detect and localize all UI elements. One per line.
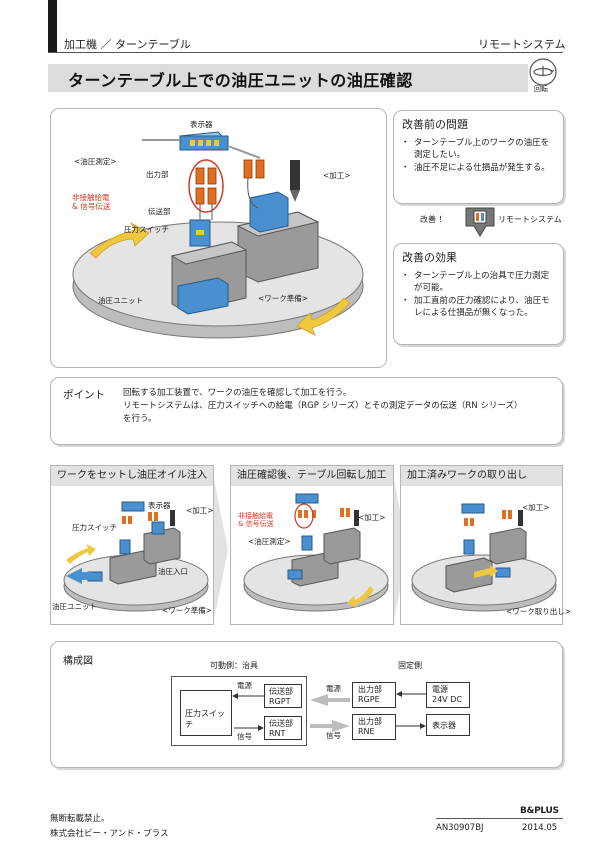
problem-list: ターンテーブル上のワークの油圧を 測定したい。 油圧不足による仕損品が発生する。 [401, 137, 559, 175]
out-rne-line1: 出力部 [358, 717, 382, 726]
step-3-machining-label: <加工> [522, 503, 550, 512]
work-prep-label: <ワーク準備> [258, 294, 309, 303]
tx-rgpt-line2: RGPT [269, 696, 291, 706]
power-supply-line2: 24V DC [432, 694, 462, 704]
doc-number: AN30907BJ [436, 823, 484, 833]
step-2-pressure-measure-label: <油圧測定> [248, 537, 291, 546]
point-label: ポイント [63, 389, 105, 401]
company-logo: B&PLUS [520, 806, 559, 816]
out-rne-box: 出力部 RNE [352, 714, 396, 740]
step-1-title: ワークをセットし油圧オイル注入 [51, 466, 213, 486]
step-3-illustration [411, 503, 557, 612]
power-supply-box: 電源 24V DC [426, 682, 470, 708]
tx-rnt-box: 伝送部 RNT [264, 716, 302, 740]
step-1-display-label: 表示器 [148, 501, 171, 510]
step-3-work-removal-label: <ワーク取り出し> [506, 607, 572, 616]
rotation-icon [529, 58, 557, 86]
problem-box: 改善前の問題 ターンテーブル上のワークの油圧を 測定したい。 油圧不足による仕損… [393, 110, 564, 204]
badge-label: 回転 [534, 85, 548, 93]
tx-rgpt-box: 伝送部 RGPT [264, 684, 302, 708]
breadcrumb: 加工機 ／ ターンテーブル [64, 38, 191, 51]
config-connectors [232, 691, 426, 732]
category-label: リモートシステム [478, 38, 566, 51]
header-bar [48, 0, 57, 52]
effect-list: ターンテーブル上の治具で圧力測定 が可能。 加工直前の圧力確認により、油圧モ レ… [401, 270, 559, 320]
point-line: を行う。 [123, 414, 157, 425]
problem-item: ターンテーブル上のワークの油圧を 測定したい。 [401, 137, 559, 162]
step-2-title: 油圧確認後、テーブル回転し加工 [231, 466, 393, 486]
signal-label-right: 信号 [326, 731, 341, 740]
power-supply-line1: 電源 [432, 685, 448, 694]
display-box: 表示器 [426, 714, 470, 736]
footer-rule [436, 818, 563, 819]
effect-box: 改善の効果 ターンテーブル上の治具で圧力測定 が可能。 加工直前の圧力確認により… [393, 243, 564, 345]
out-rgpe-box: 出力部 RGPE [352, 682, 396, 708]
point-text: 回転する加工装置で、ワークの油圧を確認して加工を行う。 リモートシステムは、圧力… [123, 387, 558, 427]
pressure-measure-label: <油圧測定> [74, 157, 117, 166]
hydraulic-unit-label: 油圧ユニット [98, 296, 143, 305]
step-1-machining-label: <加工> [186, 506, 214, 515]
footer-company: 株式会社ビー・アンド・プラス [50, 829, 169, 839]
tx-rnt-line1: 伝送部 [269, 719, 293, 728]
effect-title: 改善の効果 [402, 251, 457, 264]
effect-item: ターンテーブル上の治具で圧力測定 が可能。 [401, 270, 559, 295]
step-1-pressure-switch-label: 圧力スイッチ [72, 523, 117, 532]
signal-label-left: 信号 [237, 732, 252, 741]
improvement-label: 改善 ！ [420, 215, 447, 224]
effect-item: 加工直前の圧力確認により、油圧モ レによる仕損品が無くなった。 [401, 295, 559, 320]
title-band [48, 64, 528, 92]
power-label-right: 電源 [326, 684, 341, 693]
rotation-badge: 回転 [528, 56, 558, 93]
step-1-inlet-label: 油圧入口 [158, 567, 188, 576]
tx-rgpt-line1: 伝送部 [269, 687, 293, 696]
pressure-switch-box: 圧力スイッチ [180, 690, 232, 736]
point-line: リモートシステムは、圧力スイッチへの給電（RGP シリーズ）とその測定データの伝… [123, 401, 523, 412]
pressure-switch-label: 圧力スイッチ [124, 225, 169, 234]
out-rne-line2: RNE [358, 726, 375, 736]
remote-system-label: リモートシステム [498, 215, 562, 224]
main-figure-illustration [72, 131, 364, 339]
display-text: 表示器 [432, 721, 456, 730]
footer-notice: 無断転載禁止。 [50, 814, 110, 824]
config-title: 構成図 [63, 656, 93, 667]
out-rgpe-line1: 出力部 [358, 685, 382, 694]
movable-side-label: 可動側：治具 [210, 661, 258, 670]
tx-rnt-line2: RNT [269, 728, 286, 738]
display-label: 表示器 [190, 120, 213, 129]
step-2-contactless-label: 非接触給電 & 信号伝送 [238, 512, 274, 529]
power-label-left: 電源 [237, 681, 252, 690]
improvement-arrow-icon [465, 207, 495, 237]
point-box: ポイント 回転する加工装置で、ワークの油圧を確認して加工を行う。 リモートシステ… [50, 377, 563, 445]
step-3-title: 加工済みワークの取り出し [401, 466, 562, 486]
step-2-machining-label: <加工> [358, 513, 386, 522]
contactless-label: 非接触給電 & 信号伝送 [72, 193, 111, 212]
step-2-illustration [243, 493, 389, 612]
doc-date: 2014.05 [522, 823, 558, 833]
problem-item: 油圧不足による仕損品が発生する。 [401, 162, 559, 175]
header-rule [48, 52, 563, 53]
out-rgpe-line2: RGPE [358, 694, 380, 704]
step-1-work-prep-label: <ワーク準備> [162, 606, 213, 615]
problem-title: 改善前の問題 [402, 118, 468, 131]
step-1-illustration [63, 501, 209, 612]
output-label: 出力部 [146, 170, 169, 179]
step-1-hydraulic-unit-label: 油圧ユニット [52, 602, 97, 611]
step-arrow-icon [214, 480, 228, 620]
machining-label: <加工> [323, 171, 351, 180]
page-title: ターンテーブル上での油圧ユニットの油圧確認 [68, 71, 413, 90]
pressure-switch-text: 圧力スイッチ [185, 709, 225, 729]
transmitter-label: 伝送部 [148, 207, 171, 216]
point-line: 回転する加工装置で、ワークの油圧を確認して加工を行う。 [123, 388, 352, 398]
fixed-side-label: 固定側 [398, 661, 422, 670]
